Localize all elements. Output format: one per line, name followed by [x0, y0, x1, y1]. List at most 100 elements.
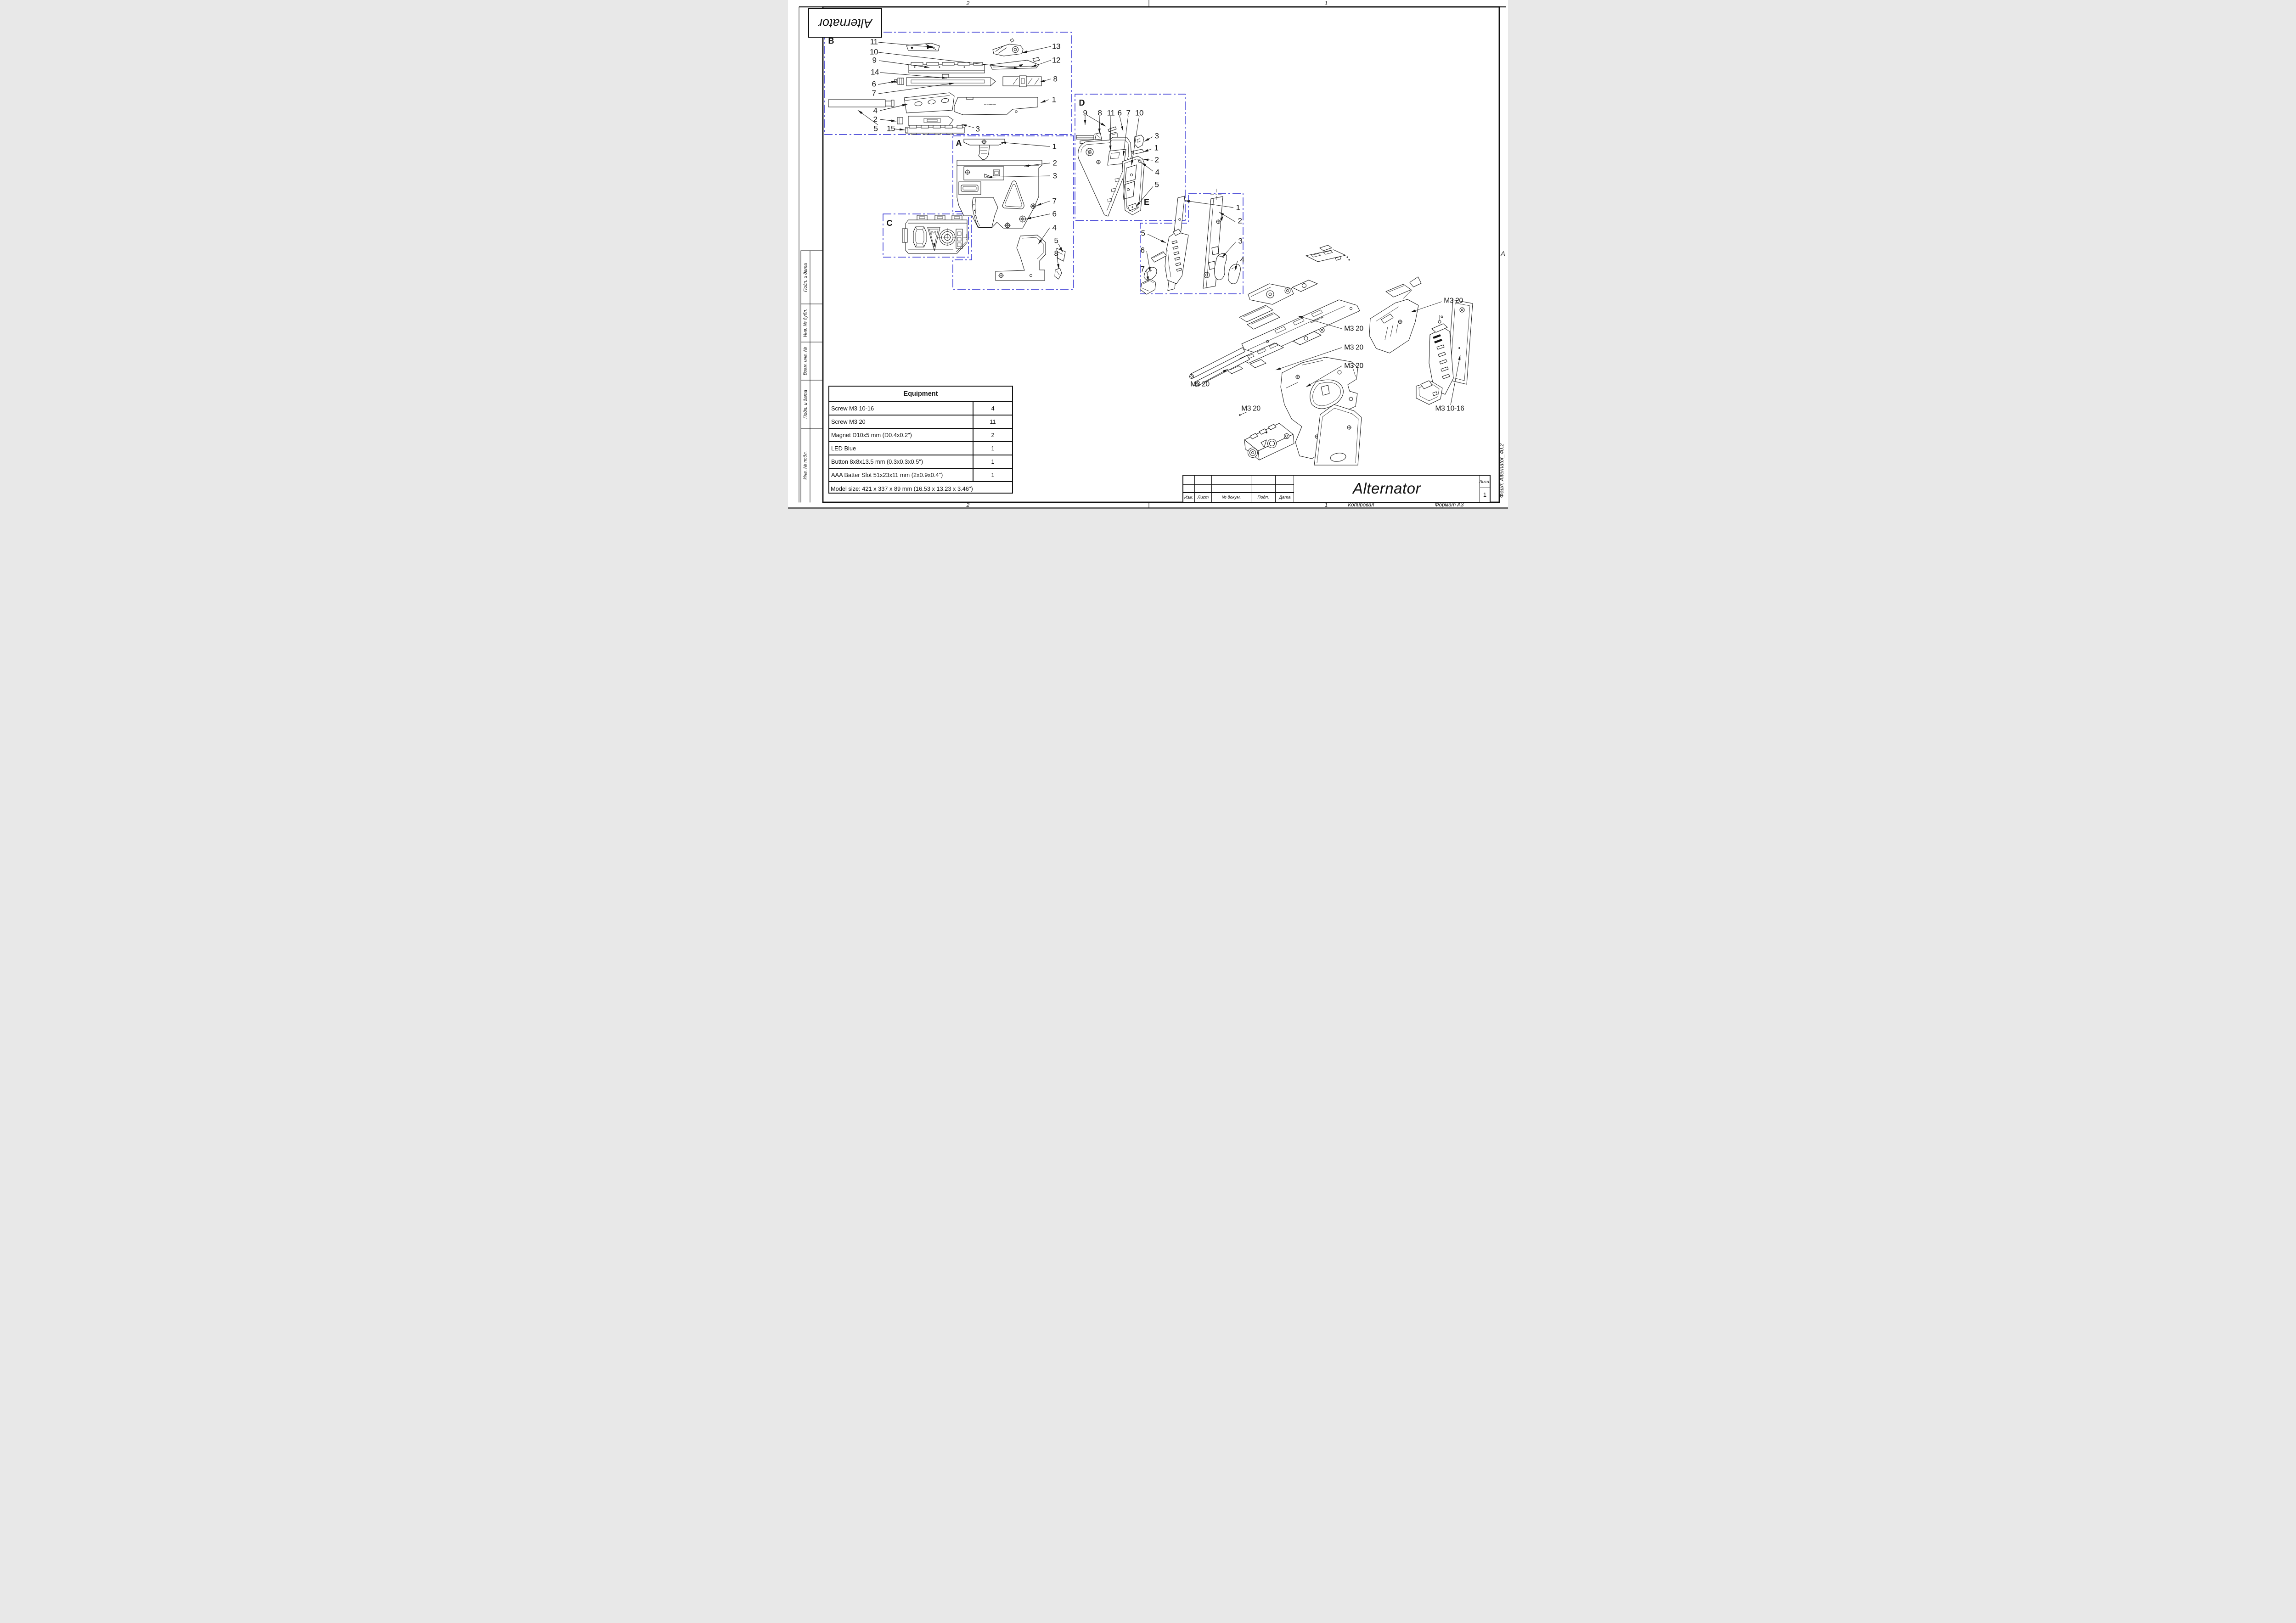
callout-number: 6	[872, 79, 876, 89]
title-block-empty-cell	[1195, 476, 1212, 485]
section-d-drawing	[1076, 126, 1145, 217]
equipment-qty: 1	[991, 458, 995, 465]
title-block-column-label: № докум.	[1212, 493, 1251, 502]
callout-number: 7	[1052, 197, 1057, 206]
callout-number: 2	[1154, 155, 1159, 164]
sidebar-cell-label: Подп. и дата	[803, 390, 808, 419]
sheet-number: 1	[1483, 491, 1487, 499]
callout-number: 4	[1052, 223, 1057, 232]
sheet-frame	[788, 0, 1508, 509]
callout-number: 1	[1052, 95, 1056, 104]
section-a-drawing	[957, 139, 1066, 281]
title-block-empty-cell	[1276, 476, 1294, 485]
title-block-column-label: Лист	[1195, 493, 1212, 502]
section-letter-A: A	[956, 139, 962, 148]
sidebar-cell-label: Взам. инв. №	[803, 347, 808, 376]
title-block-sheet-cell: Лист 1	[1479, 476, 1491, 502]
callout-number: 1	[1052, 142, 1057, 151]
callout-number: 14	[871, 67, 879, 77]
title-block-column-label: Дата	[1276, 493, 1294, 502]
footer-format-label: Формат А3	[1435, 502, 1464, 508]
sidebar-cell: Взам. инв. №	[801, 342, 810, 380]
callout-number: 5	[1054, 236, 1058, 245]
title-block-empty-cell	[1212, 485, 1251, 493]
title-block-empty-cell	[1212, 476, 1251, 485]
section-a-box	[952, 135, 1074, 290]
title-block-empty-cell	[1251, 485, 1276, 493]
callout-number: 6	[1140, 246, 1145, 255]
callout-number: 15	[887, 124, 895, 133]
callout-number: 12	[1052, 56, 1060, 65]
assembly-drawing	[1189, 245, 1473, 466]
screw-callout: M3 20	[1444, 297, 1463, 305]
section-d-box	[1075, 94, 1186, 221]
callout-number: 11	[870, 37, 878, 46]
title-block-empty-cell	[1183, 476, 1195, 485]
title-block-title: Alternator	[1352, 480, 1421, 497]
equipment-row: Magnet D10x5 mm (D0.4x0.2")2	[829, 429, 1012, 442]
callout-number: 2	[873, 115, 878, 124]
callout-number: 2	[1238, 216, 1242, 225]
leader-lines	[857, 42, 1461, 416]
section-e-drawing	[1140, 189, 1241, 295]
drawing-canvas	[788, 0, 1508, 509]
file-label: Файл: Alternator_40.2	[1498, 443, 1505, 498]
callout-number: 5	[1141, 229, 1145, 238]
callout-number: 4	[1240, 255, 1244, 264]
section-letter-B: B	[828, 36, 834, 45]
title-block-empty-cell	[1195, 485, 1212, 493]
callout-number: 8	[1097, 108, 1102, 118]
callout-number: 4	[1155, 168, 1159, 177]
callout-number: 2	[1052, 158, 1057, 168]
section-c-box	[883, 213, 969, 258]
screw-callout: M3 20	[1241, 404, 1261, 413]
title-block-column-label: Подп.	[1251, 493, 1276, 502]
equipment-table-footer: Model size: 421 x 337 x 89 mm (16.53 x 1…	[831, 485, 973, 492]
footer-copied-label: Копировал	[1348, 502, 1374, 508]
callout-number: 4	[873, 106, 878, 115]
callout-number: 11	[1107, 108, 1115, 118]
equipment-table-title: Equipment	[829, 387, 1012, 402]
callout-number: 10	[1135, 108, 1143, 118]
callout-number: 6	[1117, 108, 1122, 118]
sidebar-cell: Подп. и дата	[801, 380, 810, 428]
zone-number-bottom: 1	[1324, 502, 1328, 508]
section-letter-E: E	[1143, 197, 1150, 207]
section-letter-C: C	[886, 219, 893, 228]
sidebar-cell-label: Инв. № подл.	[803, 451, 808, 480]
callout-number: 5	[1154, 180, 1159, 189]
callout-number: 1	[1236, 203, 1240, 212]
zone-number-bottom: 2	[966, 502, 970, 508]
corner-title-box: Alternator	[808, 8, 882, 38]
callout-number: 8	[1054, 249, 1058, 258]
section-e-box	[1140, 193, 1244, 294]
callout-number: 13	[1052, 42, 1060, 51]
title-block-empty-cell	[1251, 476, 1276, 485]
screw-callout: M3 20	[1344, 362, 1363, 370]
title-block-column-label: Изм.	[1183, 493, 1195, 502]
callout-number: 1	[1154, 143, 1159, 152]
callout-number: 7	[872, 89, 876, 98]
sidebar-cell: Инв. № подл.	[801, 428, 810, 502]
equipment-row: LED Blue 1	[829, 442, 1012, 455]
equipment-name: Screw M3 10-16	[829, 402, 974, 415]
screw-callout: M3 20	[1344, 343, 1363, 352]
sidebar-cell: Инв. № дубл.	[801, 304, 810, 342]
equipment-name: LED Blue	[829, 442, 974, 455]
equipment-qty: 4	[991, 405, 995, 412]
equipment-row: Screw M3 10-16 4	[829, 402, 1012, 416]
zone-number-top: 2	[966, 0, 970, 6]
callout-number: 3	[1052, 171, 1057, 180]
equipment-qty: 2	[991, 432, 995, 438]
callout-number: 7	[1140, 264, 1145, 274]
screw-callout: M3 20	[1344, 325, 1363, 333]
callout-number: 6	[1052, 209, 1057, 219]
equipment-qty: 1	[991, 472, 995, 478]
equipment-qty: 1	[991, 445, 995, 452]
sheet-label: Лист	[1479, 476, 1491, 488]
